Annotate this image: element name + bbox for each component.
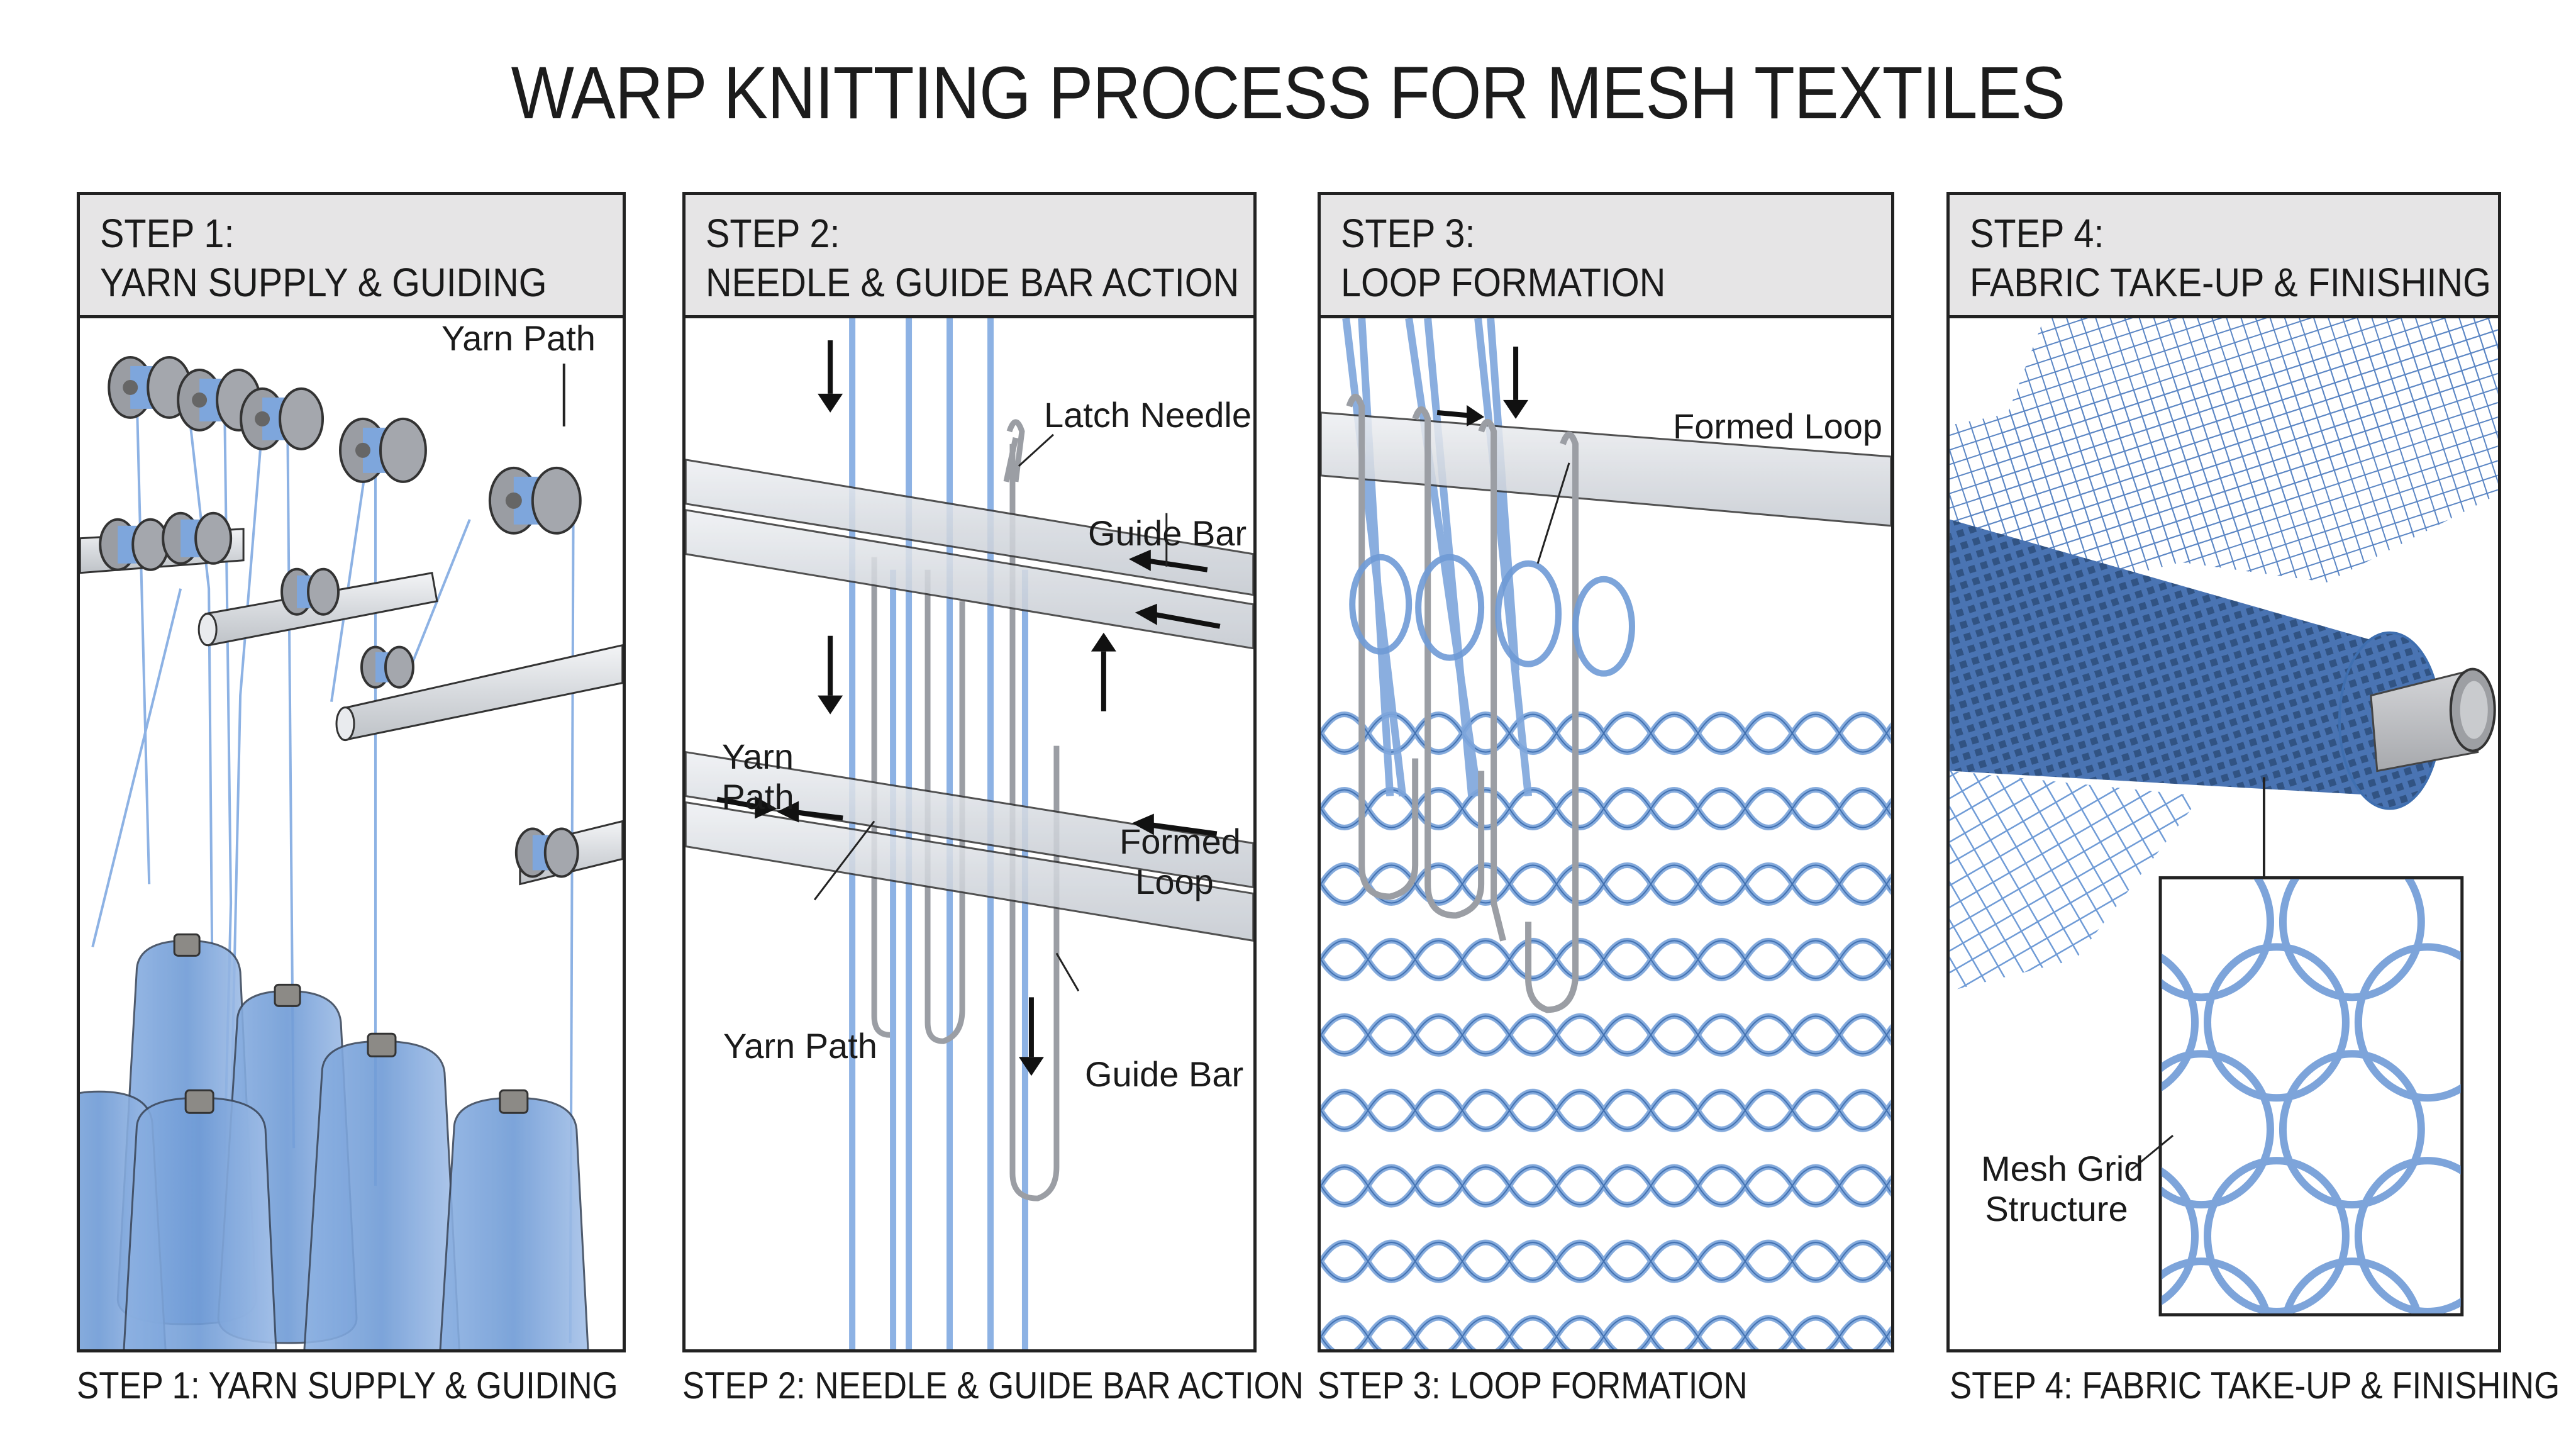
- label-guide-bar-lower: Guide Bar: [1085, 1054, 1244, 1094]
- illustration-fabric-take-up: Mesh Grid Structure: [1950, 318, 2498, 1349]
- yarn-cones: [80, 933, 589, 1349]
- step-heading: NEEDLE & GUIDE BAR ACTION: [706, 260, 1240, 305]
- panel-step-3: STEP 3: LOOP FORMATION: [1318, 192, 1894, 1352]
- latch-needles: [1346, 393, 1579, 1013]
- label-yarn-path-lower: Yarn Path: [723, 1026, 877, 1066]
- mesh-roll: [1950, 519, 2409, 796]
- mesh-detail-inset: [2158, 876, 2464, 1317]
- step-number: STEP 2:: [706, 211, 840, 256]
- caption-step-4: STEP 4: FABRIC TAKE-UP & FINISHING: [1950, 1364, 2560, 1407]
- caption-step-1: STEP 1: YARN SUPPLY & GUIDING: [77, 1364, 618, 1407]
- illustration-yarn-supply: Yarn Path: [80, 318, 623, 1349]
- panel-step-1: STEP 1: YARN SUPPLY & GUIDING: [77, 192, 626, 1352]
- panel-header: STEP 2: NEEDLE & GUIDE BAR ACTION: [686, 195, 1253, 318]
- guide-bars: [686, 459, 1253, 942]
- panel-step-2: STEP 2: NEEDLE & GUIDE BAR ACTION: [682, 192, 1257, 1352]
- label-guide-bar: Guide Bar: [1088, 513, 1247, 553]
- label-mesh-grid: Mesh Grid: [1981, 1149, 2144, 1188]
- label-structure: Structure: [1985, 1189, 2128, 1229]
- loop-formation-illustration: [1321, 318, 1891, 1349]
- panel-step-4: STEP 4: FABRIC TAKE-UP & FINISHING: [1946, 192, 2501, 1352]
- step-number: STEP 3:: [1341, 211, 1475, 256]
- thread-spools: [99, 355, 582, 878]
- label-yarn-path: Yarn Path: [441, 318, 596, 358]
- label-formed-loop: Formed Loop: [1673, 406, 1883, 446]
- formed-loops: [1349, 554, 1635, 677]
- caption-step-2: STEP 2: NEEDLE & GUIDE BAR ACTION: [682, 1364, 1304, 1407]
- latch-needles: [871, 419, 1060, 1201]
- leader-line: [1536, 462, 1570, 564]
- illustration-loop-formation: Formed Loop: [1321, 318, 1891, 1349]
- step-number: STEP 4:: [1970, 211, 2104, 256]
- step-heading: LOOP FORMATION: [1341, 260, 1666, 305]
- panel-header: STEP 3: LOOP FORMATION: [1321, 195, 1891, 318]
- guide-bar: [1321, 411, 1891, 527]
- yarn-supply-illustration: [80, 355, 623, 1349]
- step-number: STEP 1:: [100, 211, 235, 256]
- yarn-threads: [91, 387, 575, 1344]
- knitted-mesh: [1321, 683, 1891, 1349]
- motion-arrows: [1436, 346, 1529, 426]
- label-latch-needle: Latch Needle: [1044, 395, 1252, 435]
- page-title: WARP KNITTING PROCESS FOR MESH TEXTILES: [511, 52, 2066, 135]
- caption-step-3: STEP 3: LOOP FORMATION: [1318, 1364, 1748, 1407]
- fabric-take-up-illustration: [1950, 318, 2498, 1317]
- leader-lines: [813, 433, 1168, 992]
- label-formed-loop: Formed Loop: [1119, 822, 1241, 901]
- label-yarn-path: Yarn Path: [721, 737, 794, 817]
- step-heading: FABRIC TAKE-UP & FINISHING: [1970, 260, 2491, 305]
- motion-arrows: [716, 340, 1221, 1076]
- step-heading: YARN SUPPLY & GUIDING: [100, 260, 547, 305]
- mesh-sheet-lower: [1950, 771, 2202, 991]
- panel-header: STEP 1: YARN SUPPLY & GUIDING: [80, 195, 623, 318]
- leader-line-mesh: [2130, 1135, 2174, 1171]
- panel-header: STEP 4: FABRIC TAKE-UP & FINISHING: [1950, 195, 2498, 318]
- needle-guide-bar-illustration: [686, 318, 1253, 1349]
- illustration-needle-guide-bar: Latch Needle Guide Bar Yarn Path Formed …: [686, 318, 1253, 1349]
